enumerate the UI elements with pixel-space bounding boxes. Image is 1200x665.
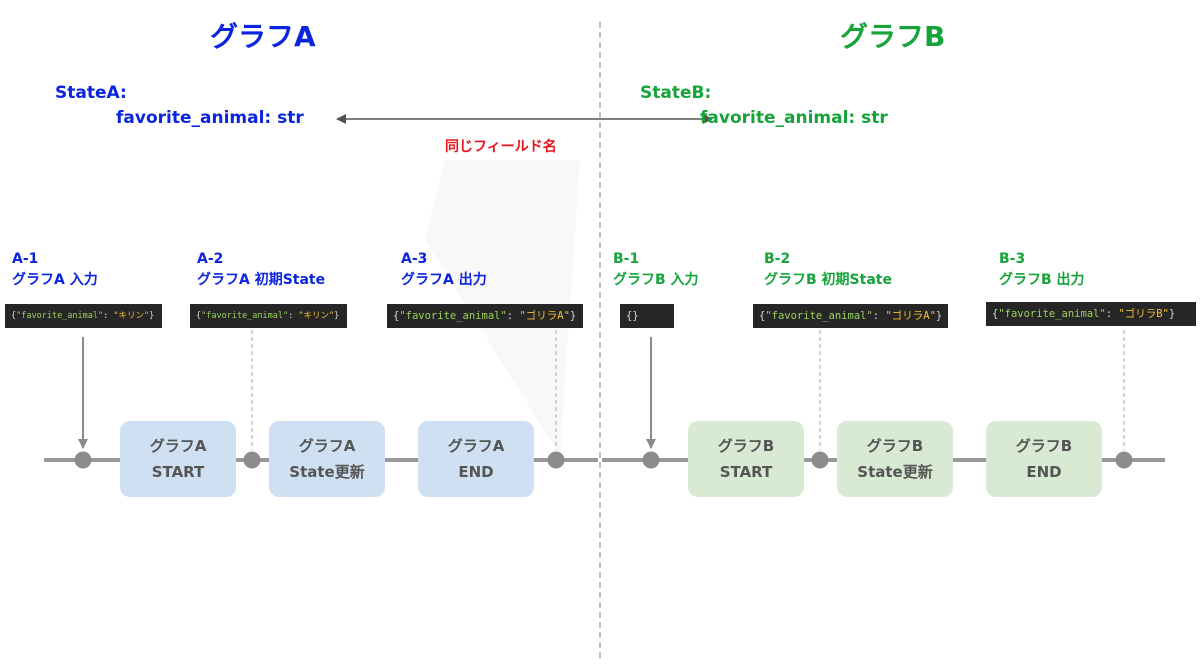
step-id: A-1 bbox=[12, 251, 39, 267]
same-field-annotation: 同じフィールド名 bbox=[445, 139, 557, 155]
step-id: A-2 bbox=[197, 251, 224, 267]
json-value: "ゴリラB" bbox=[1118, 308, 1169, 320]
node-step-label: START bbox=[719, 463, 773, 481]
json-value: "ゴリラA" bbox=[885, 310, 936, 322]
step-id: A-3 bbox=[401, 251, 428, 267]
json-box-a1: {"favorite_animal": "キリン"} bbox=[5, 304, 162, 328]
json-box-b3: {"favorite_animal": "ゴリラB"} bbox=[986, 302, 1196, 326]
node-graph-label: グラフB bbox=[866, 437, 924, 455]
json-box-a3: {"favorite_animal": "ゴリラA"} bbox=[387, 304, 583, 328]
step-desc: グラフB 出力 bbox=[999, 272, 1085, 288]
step-b1-label: B-1 グラフB 入力 bbox=[613, 249, 699, 291]
node-a-end: グラフA END bbox=[418, 421, 534, 497]
step-b3-label: B-3 グラフB 出力 bbox=[999, 249, 1085, 291]
timeline-dot-a3 bbox=[547, 451, 565, 469]
node-graph-label: グラフB bbox=[1015, 437, 1073, 455]
json-key: "favorite_animal" bbox=[16, 311, 104, 321]
json-box-a2: {"favorite_animal": "キリン"} bbox=[190, 304, 347, 328]
node-step-label: END bbox=[458, 463, 494, 481]
state-b-name: StateB: bbox=[640, 83, 712, 103]
json-key: "favorite_animal" bbox=[765, 310, 873, 322]
node-a-start: グラフA START bbox=[120, 421, 236, 497]
node-b-state-update: グラフB State更新 bbox=[837, 421, 953, 497]
timeline-dot-b3 bbox=[1115, 451, 1133, 469]
step-desc: グラフA 初期State bbox=[197, 272, 326, 288]
step-desc: グラフA 出力 bbox=[401, 272, 487, 288]
step-a2-label: A-2 グラフA 初期State bbox=[197, 249, 325, 291]
node-graph-label: グラフB bbox=[717, 437, 775, 455]
json-value: "キリン" bbox=[113, 311, 150, 321]
step-a1-label: A-1 グラフA 入力 bbox=[12, 249, 98, 291]
node-step-label: State更新 bbox=[857, 463, 933, 481]
step-b2-label: B-2 グラフB 初期State bbox=[764, 249, 892, 291]
step-desc: グラフB 入力 bbox=[613, 272, 699, 288]
node-step-label: END bbox=[1026, 463, 1062, 481]
step-desc: グラフB 初期State bbox=[764, 272, 892, 288]
timeline-dot-b2 bbox=[811, 451, 829, 469]
timeline-dot-a2 bbox=[243, 451, 261, 469]
node-graph-label: グラフA bbox=[298, 437, 356, 455]
step-desc: グラフA 入力 bbox=[12, 272, 98, 288]
json-key: "favorite_animal" bbox=[201, 311, 289, 321]
json-value: "キリン" bbox=[298, 311, 335, 321]
state-a-field: favorite_animal: str bbox=[116, 108, 304, 128]
json-key: "favorite_animal" bbox=[998, 308, 1106, 320]
node-b-end: グラフB END bbox=[986, 421, 1102, 497]
graph-b-title: グラフB bbox=[840, 20, 946, 53]
json-value: "ゴリラA" bbox=[519, 310, 570, 322]
node-a-state-update: グラフA State更新 bbox=[269, 421, 385, 497]
step-id: B-3 bbox=[999, 251, 1026, 267]
json-box-b2: {"favorite_animal": "ゴリラA"} bbox=[753, 304, 948, 328]
step-id: B-1 bbox=[613, 251, 640, 267]
timeline-dot-a1 bbox=[74, 451, 92, 469]
node-step-label: State更新 bbox=[289, 463, 365, 481]
node-graph-label: グラフA bbox=[447, 437, 505, 455]
step-a3-label: A-3 グラフA 出力 bbox=[401, 249, 487, 291]
timeline-dot-b1 bbox=[642, 451, 660, 469]
node-graph-label: グラフA bbox=[149, 437, 207, 455]
state-a-name: StateA: bbox=[55, 83, 127, 103]
graph-a-title: グラフA bbox=[210, 20, 316, 53]
node-step-label: START bbox=[151, 463, 205, 481]
step-id: B-2 bbox=[764, 251, 791, 267]
json-box-b1: {} bbox=[620, 304, 674, 328]
state-b-field: favorite_animal: str bbox=[700, 108, 888, 128]
node-b-start: グラフB START bbox=[688, 421, 804, 497]
json-key: "favorite_animal" bbox=[399, 310, 507, 322]
